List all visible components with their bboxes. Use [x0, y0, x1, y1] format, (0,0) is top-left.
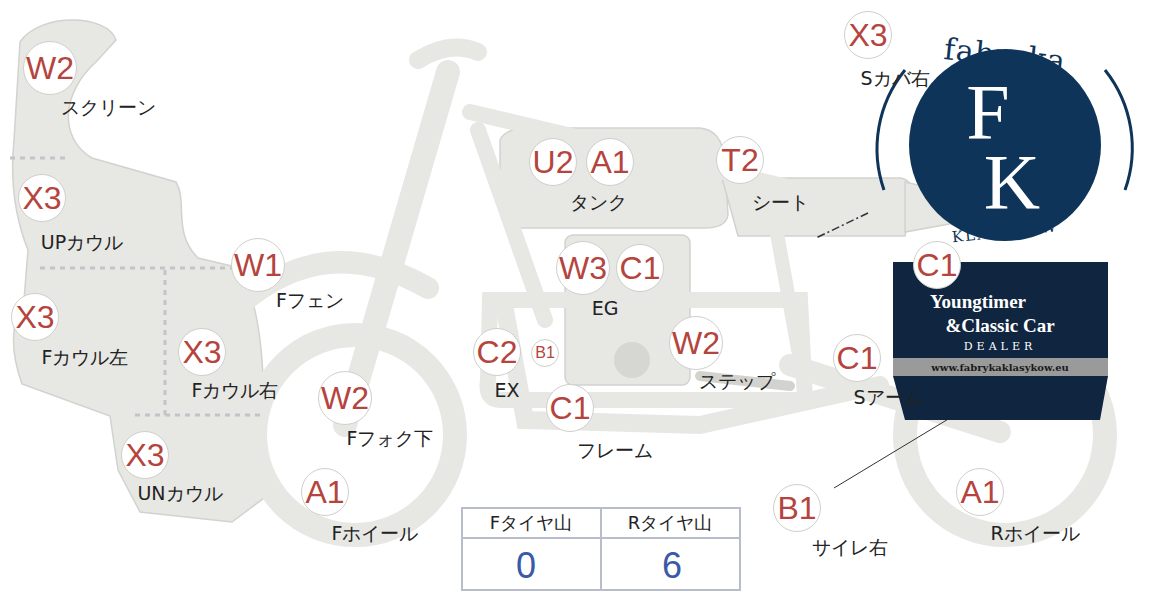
- part-name: ステップ: [699, 371, 775, 392]
- part-name: UPカウル: [41, 232, 123, 253]
- part-name: スクリーン: [61, 97, 156, 118]
- damage-code-circle: W3: [556, 241, 610, 295]
- callout-number: C1: [837, 342, 878, 374]
- table-header: Rタイヤ山: [628, 513, 713, 533]
- table-value: 6: [662, 546, 682, 586]
- logo-banner-text: DEALER: [964, 341, 1036, 353]
- callout-number: B1: [777, 492, 816, 524]
- damage-code-circle: B1: [773, 484, 821, 532]
- part-name: Fホイール: [332, 523, 419, 544]
- callout-number: X3: [848, 19, 887, 51]
- damage-code-circle: A1: [956, 468, 1004, 516]
- damage-code-circle: T2: [716, 136, 764, 184]
- table-value: 0: [516, 546, 536, 586]
- callout-number: A1: [590, 146, 629, 178]
- callout-number: W2: [26, 52, 74, 84]
- damage-code-circle: C1: [913, 241, 961, 289]
- callout-number: A1: [305, 476, 344, 508]
- part-name: Fフォク下: [347, 428, 434, 449]
- damage-code-circle: W2: [318, 371, 372, 425]
- part-name: Fカウル右: [192, 380, 279, 401]
- callout-number: X3: [15, 301, 54, 333]
- callout-number: C1: [550, 392, 591, 424]
- callout-number: C2: [477, 336, 518, 368]
- damage-code-circle: X3: [844, 11, 892, 59]
- part-name: Fカウル左: [42, 347, 129, 368]
- part-name: Fフェン: [276, 290, 344, 311]
- logo-banner-text: &Classic Car: [945, 316, 1054, 337]
- logo-url: www.fabrykaklasykow.eu: [931, 362, 1069, 373]
- callout-number: W2: [321, 382, 369, 414]
- callout-number: C1: [917, 249, 958, 281]
- damage-code-circle: X3: [18, 174, 66, 222]
- damage-code-circle: A1: [301, 468, 349, 516]
- part-name: フレーム: [577, 440, 653, 461]
- damage-code-circle: W1: [231, 238, 285, 292]
- callout-number: C1: [620, 252, 661, 284]
- callout-number: W3: [559, 252, 607, 284]
- damage-code-circle: C2: [473, 328, 521, 376]
- callout-number: A1: [960, 476, 999, 508]
- damage-code-circle: U2: [529, 138, 577, 186]
- callout-number: B1: [535, 345, 555, 361]
- part-name: Rホイール: [990, 523, 1079, 544]
- damage-code-circle: X3: [11, 293, 59, 341]
- callout-number: W1: [234, 249, 282, 281]
- callout-number: U2: [533, 146, 574, 178]
- damage-code-circle: C1: [833, 334, 881, 382]
- part-name: EG: [592, 298, 619, 319]
- callout-number: W2: [672, 327, 720, 359]
- part-name: サイレ右: [812, 537, 888, 558]
- callout-number: X3: [22, 182, 61, 214]
- part-name: シート: [752, 192, 809, 213]
- damage-code-circle: W2: [669, 316, 723, 370]
- part-name: Sカバ右: [860, 68, 929, 89]
- damage-code-circle: A1: [586, 138, 634, 186]
- callout-number: X3: [182, 336, 221, 368]
- damage-code-circle: B1: [531, 339, 559, 367]
- damage-code-circle: C1: [546, 384, 594, 432]
- damage-code-circle: C1: [616, 244, 664, 292]
- damage-code-circle: W2: [23, 41, 77, 95]
- callout-number: T2: [721, 144, 758, 176]
- callout-number: X3: [125, 439, 164, 471]
- part-name: EX: [494, 380, 519, 401]
- logo-letter: K: [984, 139, 1040, 225]
- logo-banner-text: Youngtimer: [930, 292, 1026, 313]
- damage-code-circle: X3: [121, 431, 169, 479]
- part-name: Sアーム: [853, 387, 922, 408]
- part-name: タンク: [570, 192, 627, 213]
- part-name: UNカウル: [137, 483, 222, 504]
- table-header: Fタイヤ山: [490, 513, 572, 533]
- damage-code-circle: X3: [178, 328, 226, 376]
